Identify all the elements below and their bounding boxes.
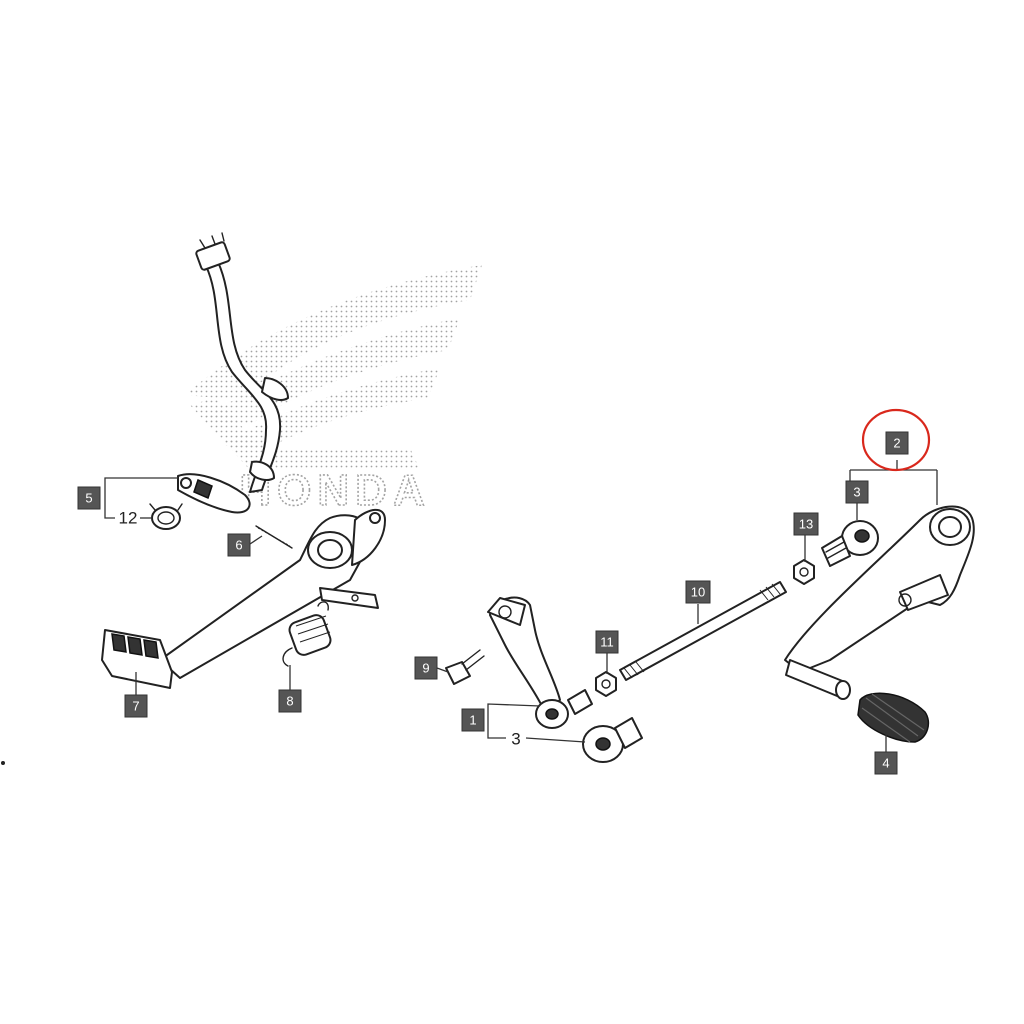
bolt-9	[445, 649, 485, 685]
svg-text:6: 6	[235, 538, 242, 553]
callout-3-lower[interactable]: 3	[511, 730, 520, 749]
svg-text:3: 3	[511, 730, 520, 749]
tie-rod-end-upper	[821, 520, 879, 567]
callout-7[interactable]: 7	[124, 694, 148, 718]
tie-rod-end-lower	[582, 717, 643, 763]
clip-12	[149, 503, 183, 530]
honda-wing-logo: HONDA	[185, 265, 482, 516]
callout-12[interactable]: 12	[119, 509, 138, 528]
brake-switch-rod	[177, 232, 289, 514]
callout-8[interactable]: 8	[278, 689, 302, 713]
gearshift-arm-1	[487, 596, 593, 729]
svg-text:13: 13	[799, 517, 813, 532]
edge-dot	[1, 761, 5, 765]
callout-13[interactable]: 13	[793, 512, 819, 536]
footpeg-rubber-4	[857, 692, 930, 743]
return-spring-8	[282, 601, 332, 667]
svg-text:5: 5	[85, 491, 92, 506]
callout-4[interactable]: 4	[874, 751, 898, 775]
highlight-circle	[861, 408, 931, 472]
callout-2[interactable]: 2	[885, 431, 909, 455]
svg-text:12: 12	[119, 509, 138, 528]
rod-10	[619, 581, 787, 681]
svg-text:3: 3	[853, 485, 860, 500]
svg-text:2: 2	[893, 436, 900, 451]
svg-text:8: 8	[286, 694, 293, 709]
svg-text:9: 9	[422, 661, 429, 676]
callout-6[interactable]: 6	[227, 533, 251, 557]
spring-6	[255, 525, 293, 549]
callout-11[interactable]: 11	[595, 630, 619, 654]
nut-11	[595, 671, 617, 697]
callout-5[interactable]: 5	[77, 486, 101, 510]
callout-10[interactable]: 10	[685, 580, 711, 604]
callout-9[interactable]: 9	[414, 656, 438, 680]
nut-13	[793, 559, 815, 585]
callout-3-upper[interactable]: 3	[845, 480, 869, 504]
svg-text:4: 4	[882, 756, 889, 771]
svg-text:11: 11	[600, 635, 614, 650]
svg-text:1: 1	[469, 713, 476, 728]
brake-pedal-7	[101, 508, 386, 689]
callout-1[interactable]: 1	[461, 708, 485, 732]
svg-text:10: 10	[691, 585, 705, 600]
svg-text:7: 7	[132, 699, 139, 714]
gearshift-pedal-2	[784, 505, 975, 700]
